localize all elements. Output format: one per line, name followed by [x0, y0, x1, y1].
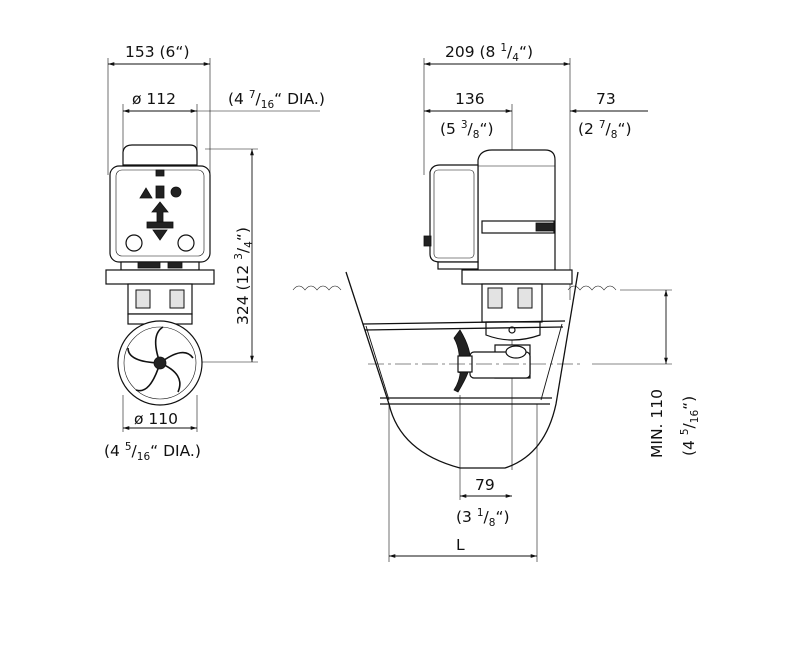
left-mount-knob [125, 234, 143, 252]
label-prop-offset: 79 [475, 476, 495, 494]
label-prop-offset-inch: (3 1/8“) [456, 507, 510, 529]
label-width-b-inch: (2 7/8“) [578, 119, 632, 141]
power-icon [170, 186, 182, 198]
label-overall-width-front: 153 (6“) [125, 43, 190, 61]
mounting-flange [105, 269, 215, 285]
front-view [105, 58, 320, 432]
label-width-a: 136 [455, 90, 485, 108]
connector-icon [155, 185, 165, 199]
label-min-depth-inch: (4 5/16“) [679, 396, 701, 456]
waterline-left [292, 285, 342, 291]
side-mounting-flange [461, 269, 573, 285]
waterline-right [567, 285, 617, 291]
label-width-a-inch: (5 3/8“) [440, 119, 494, 141]
label-motor-diameter-inch: (4 7/16“ DIA.) [228, 89, 325, 111]
label-height: 324 (12 3/4“) [233, 227, 255, 325]
warning-icon [139, 187, 153, 199]
label-tunnel-diameter-inch: (4 5/16“ DIA.) [104, 441, 201, 463]
right-mount-knob [177, 234, 195, 252]
label-min-depth: MIN. 110 [648, 389, 666, 458]
control-box [429, 164, 479, 263]
label-overall-width-side: 209 (8 1/4“) [445, 42, 533, 64]
label-width-b: 73 [596, 90, 616, 108]
label-tunnel-length: L [456, 536, 465, 554]
motor-cap [122, 144, 198, 166]
propeller-icon [127, 326, 194, 393]
label-tunnel-diameter: ø 110 [134, 410, 178, 428]
motor-body [477, 149, 556, 279]
side-propeller-icon [453, 329, 473, 393]
side-view [292, 58, 672, 562]
label-motor-diameter: ø 112 [132, 90, 176, 108]
